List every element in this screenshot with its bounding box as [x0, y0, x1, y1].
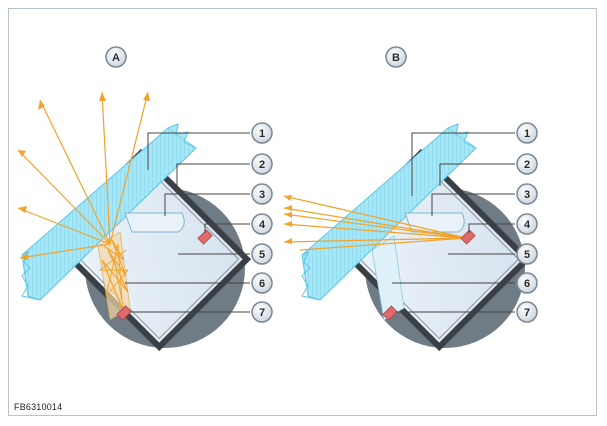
emitter-diode — [116, 305, 132, 321]
svg-text:5: 5 — [259, 249, 265, 261]
callout-b-5: 5 — [516, 243, 538, 265]
lens — [124, 212, 185, 233]
callout-b-3: 3 — [516, 183, 538, 205]
ray-arrowheads — [284, 195, 292, 244]
svg-text:4: 4 — [524, 219, 531, 231]
receiver-diode — [460, 229, 476, 245]
svg-text:2: 2 — [259, 159, 265, 171]
svg-text:3: 3 — [259, 189, 265, 201]
callout-a-4: 4 — [251, 213, 273, 235]
callout-a-3: 3 — [251, 183, 273, 205]
callout-a-7: 7 — [251, 301, 273, 323]
callouts-b: 1 2 3 4 5 6 7 — [516, 122, 538, 323]
callout-a-6: 6 — [251, 272, 273, 294]
panel-a-label: A — [112, 52, 120, 64]
svg-text:3: 3 — [524, 189, 530, 201]
panel-b-label: B — [392, 52, 400, 64]
svg-text:1: 1 — [524, 128, 530, 140]
panel-b-badge: B — [385, 46, 407, 68]
svg-text:1: 1 — [259, 128, 265, 140]
windscreen-glass — [301, 127, 477, 301]
svg-text:7: 7 — [259, 307, 265, 319]
svg-text:5: 5 — [524, 249, 530, 261]
callouts-a: 1 2 3 4 5 6 7 — [251, 122, 273, 323]
callout-b-1: 1 — [516, 122, 538, 144]
callout-b-2: 2 — [516, 153, 538, 175]
callout-a-1: 1 — [251, 122, 273, 144]
svg-text:2: 2 — [524, 159, 530, 171]
internal-reflection-2 — [98, 243, 129, 313]
light-guide — [371, 235, 405, 321]
figure-code: FB6310014 — [14, 402, 63, 412]
leader-lines-a — [125, 132, 250, 313]
callout-b-6: 6 — [516, 272, 538, 294]
leader-lines-b — [392, 132, 515, 313]
svg-text:6: 6 — [259, 278, 265, 290]
receiver-diode — [197, 229, 213, 245]
panel-b: B — [283, 46, 532, 352]
windscreen-glass-edge — [301, 250, 321, 301]
svg-text:6: 6 — [524, 278, 530, 290]
callout-a-5: 5 — [251, 243, 273, 265]
svg-text:4: 4 — [259, 219, 266, 231]
incoming-rays — [283, 195, 467, 251]
callout-b-7: 7 — [516, 301, 538, 323]
panel-a-badge: A — [105, 46, 127, 68]
svg-text:7: 7 — [524, 307, 530, 319]
callout-a-2: 2 — [251, 153, 273, 175]
escaping-rays — [17, 91, 149, 259]
ray-arrowheads — [18, 92, 150, 260]
callout-b-4: 4 — [516, 213, 538, 235]
emitter-diode — [382, 305, 398, 321]
panel-a: A — [17, 46, 252, 352]
